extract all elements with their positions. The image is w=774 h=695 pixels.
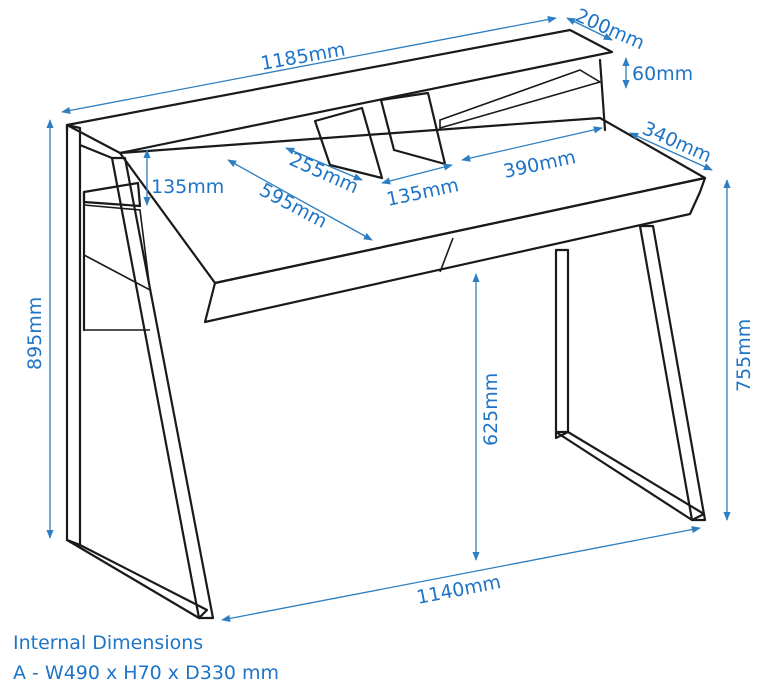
notes-heading: Internal Dimensions — [13, 632, 204, 654]
internal-dimensions-notes: Internal Dimensions A - W490 x H70 x D33… — [13, 628, 279, 688]
shelf-height-label: 60mm — [632, 63, 693, 85]
left-back-panel — [83, 204, 151, 292]
left-front-leg — [110, 156, 215, 620]
overall-width-line — [61, 15, 557, 115]
left-width-label: 595mm — [256, 179, 331, 233]
base-width-label: 1140mm — [415, 571, 503, 609]
desk-illustration — [65, 28, 707, 620]
right-width-label: 390mm — [501, 146, 577, 183]
dimension-labels: 1185mm 200mm 60mm 340mm 255mm 135mm 595m… — [24, 4, 755, 608]
center-width-label: 255mm — [286, 148, 362, 198]
left-height-label: 135mm — [151, 176, 224, 198]
right-width-line — [461, 126, 603, 162]
desk-height-label: 755mm — [733, 319, 755, 392]
drawer-front — [203, 176, 707, 324]
top-depth-label: 340mm — [639, 117, 715, 167]
hutch-depth-line — [566, 17, 613, 41]
right-front-leg — [638, 224, 707, 522]
hutch-depth-label: 200mm — [572, 4, 648, 54]
overall-width-label: 1185mm — [259, 38, 347, 74]
knee-clearance-label: 625mm — [480, 373, 502, 446]
base-width-line — [221, 525, 701, 623]
left-depth-line — [227, 159, 373, 241]
top-depth-line — [629, 132, 713, 171]
right-base-rail — [554, 430, 706, 522]
desk-dimension-diagram: 1185mm 200mm 60mm 340mm 255mm 135mm 595m… — [24, 4, 755, 623]
right-rear-leg — [554, 248, 570, 440]
dimension-lines — [46, 15, 731, 623]
center-height-line — [381, 163, 453, 185]
notes-line-a: A - W490 x H70 x D330 mm — [13, 662, 280, 684]
left-rear-leg — [65, 123, 82, 547]
overall-height-label: 895mm — [24, 297, 46, 370]
left-base-rail — [65, 538, 209, 620]
hutch-divider-right — [379, 91, 447, 166]
